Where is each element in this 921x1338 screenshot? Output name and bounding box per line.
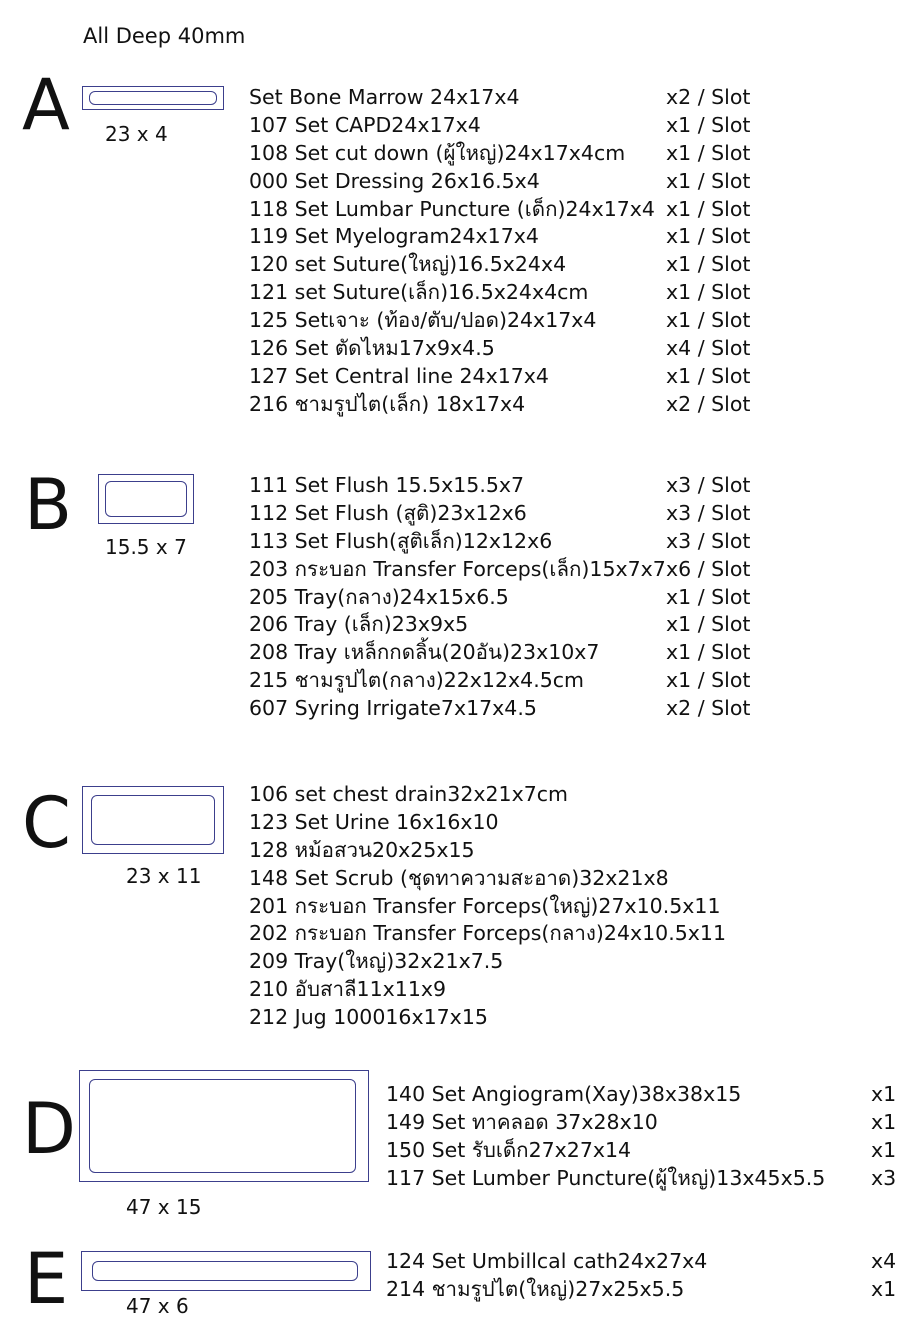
list-item: 106 set chest drain32x21x7cm xyxy=(249,782,569,806)
tray-size-label-d: 47 x 15 xyxy=(126,1195,202,1219)
tray-size-label-a: 23 x 4 xyxy=(105,122,168,146)
group-letter-e: E xyxy=(24,1238,69,1320)
list-item: 202 กระบอก Transfer Forceps(กลาง)24x10.5… xyxy=(249,921,727,946)
tray-diagram-e xyxy=(81,1251,371,1291)
tray-diagram-c xyxy=(82,786,224,854)
item-list-c: 106 set chest drain32x21x7cm 123 Set Uri… xyxy=(249,781,769,1032)
group-letter-d: D xyxy=(22,1088,76,1170)
tray-size-label-c: 23 x 11 xyxy=(126,864,202,888)
list-item: 210 อับสาลี11x11x9 xyxy=(249,977,447,1002)
list-item: 201 กระบอก Transfer Forceps(ใหญ่)27x10.5… xyxy=(249,893,721,918)
group-letter-a: A xyxy=(22,64,70,146)
tray-diagram-d xyxy=(79,1070,369,1182)
list-item: 209 Tray(ใหญ่)32x21x7.5 xyxy=(249,949,504,974)
list-item: 117 Set Lumber Puncture(ผู้ใหญ่)13x45x5.… xyxy=(386,1165,897,1190)
tray-diagram-b xyxy=(98,474,194,524)
group-letter-c: C xyxy=(22,782,71,864)
group-letter-b: B xyxy=(24,464,73,546)
tray-diagram-a xyxy=(82,86,224,110)
list-item: 123 Set Urine 16x16x10 xyxy=(249,809,499,834)
list-item: 128 หม้อสวน20x25x15 xyxy=(249,837,475,862)
list-item: 148 Set Scrub (ชุดทาความสะอาด)32x21x8 xyxy=(249,865,669,890)
tray-size-label-b: 15.5 x 7 xyxy=(105,535,187,559)
tray-size-label-e: 47 x 6 xyxy=(126,1294,189,1318)
page-title: All Deep 40mm xyxy=(83,24,246,48)
list-item: 212 Jug 100016x17x15 xyxy=(249,1005,488,1030)
